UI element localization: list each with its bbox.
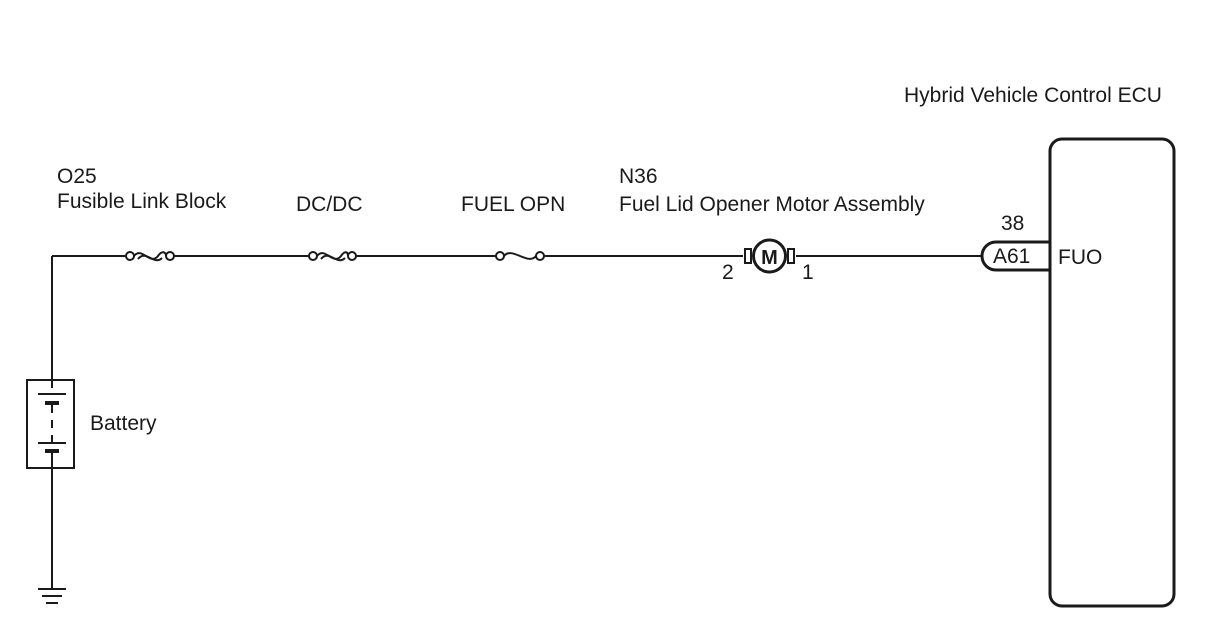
motor-name: Fuel Lid Opener Motor Assembly <box>619 193 925 216</box>
ecu-connector-pin: 38 <box>1001 212 1024 235</box>
motor-symbol: M <box>761 247 778 269</box>
fusible-link-code: O25 <box>57 165 97 188</box>
ecu-title: Hybrid Vehicle Control ECU <box>904 84 1162 107</box>
fuse-dcdc-icon <box>308 251 357 262</box>
fuse-fuel-opn-icon <box>495 251 545 261</box>
battery-label: Battery <box>90 412 157 435</box>
motor-pin-left: 2 <box>722 261 734 284</box>
motor-icon <box>744 238 795 274</box>
motor-pin-right: 1 <box>802 261 814 284</box>
ecu-connector-code: A61 <box>993 245 1030 268</box>
fuse-fuel-opn-label: FUEL OPN <box>461 193 565 216</box>
ecu-box <box>1048 137 1176 608</box>
ecu-connector-shell <box>980 240 1050 272</box>
fusible-link-icon <box>125 251 175 262</box>
fuse-dcdc-label: DC/DC <box>296 193 363 216</box>
ground-icon <box>38 588 66 604</box>
ecu-terminal-fuo: FUO <box>1058 246 1102 269</box>
battery-icon <box>26 379 75 469</box>
fusible-link-name: Fusible Link Block <box>57 190 227 213</box>
motor-code: N36 <box>619 165 658 188</box>
